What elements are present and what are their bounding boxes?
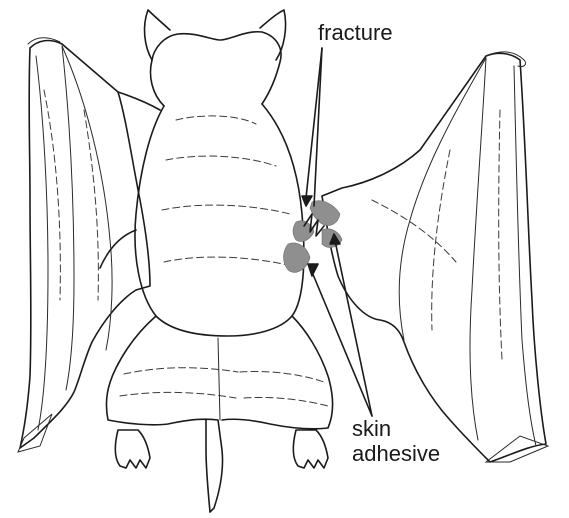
adhesive-label: adhesive	[352, 443, 440, 465]
left-wing	[18, 38, 150, 452]
right-wing	[322, 52, 548, 462]
adhesive-pointer	[308, 234, 372, 416]
fracture-pointer	[302, 48, 322, 206]
skin-label: skin	[352, 418, 391, 440]
fracture-label: fracture	[318, 22, 393, 44]
adhesive-patch-lower	[284, 243, 311, 272]
